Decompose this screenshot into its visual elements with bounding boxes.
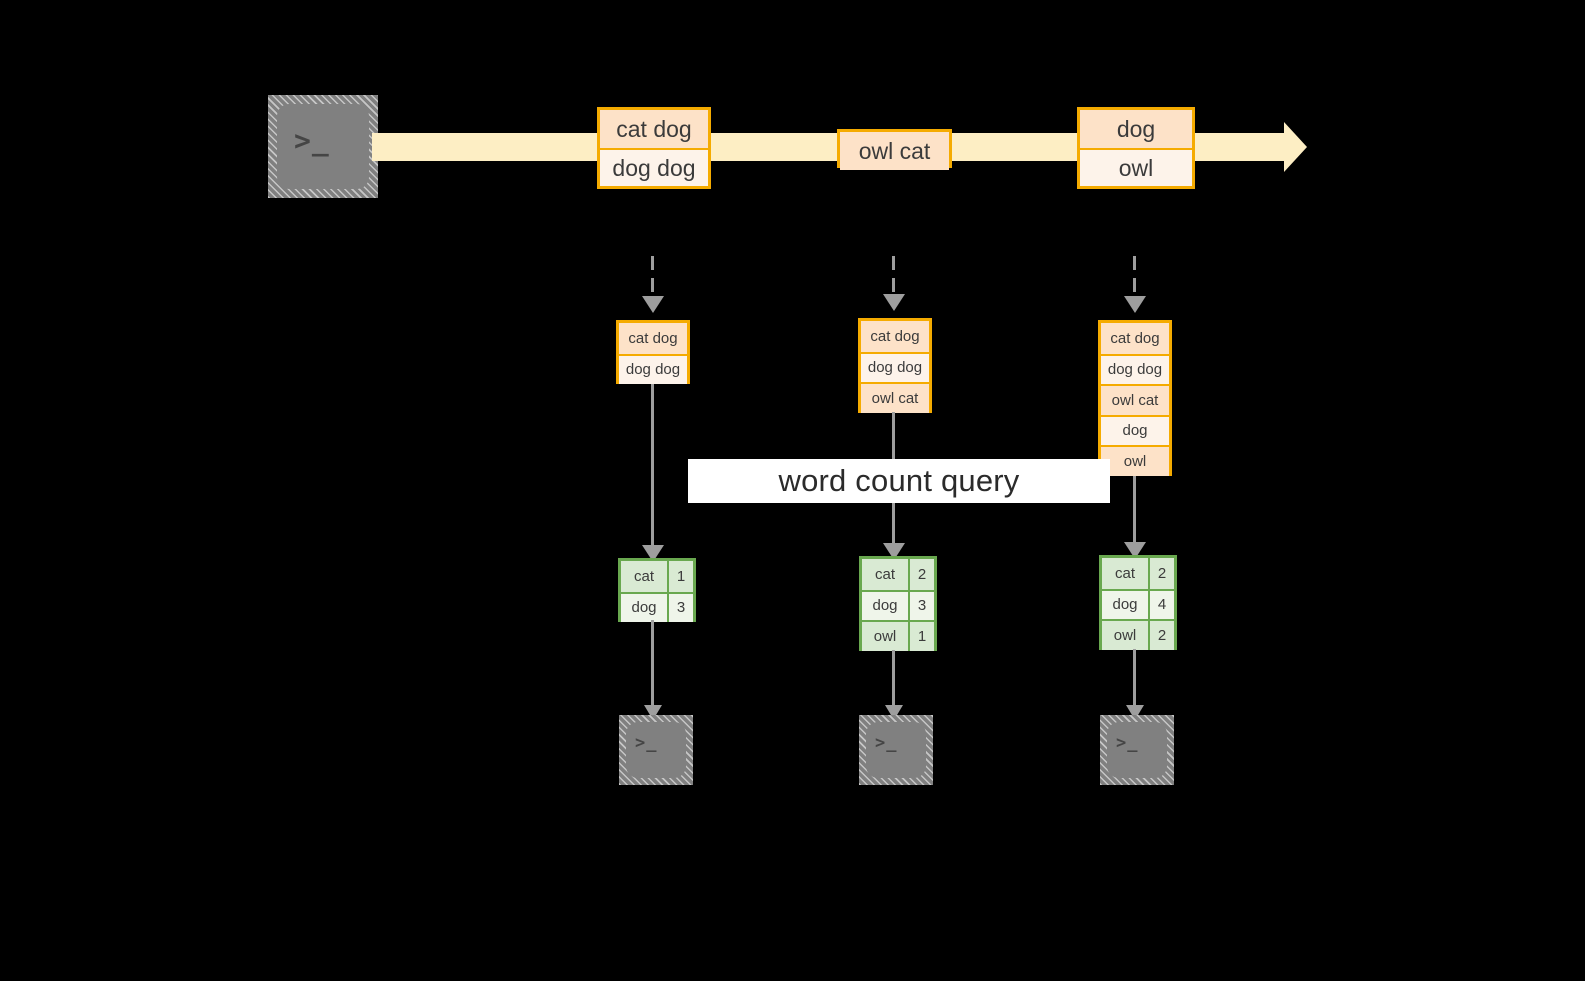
result-count-cell: 2 xyxy=(1148,621,1174,650)
buffer-line: dog xyxy=(1101,414,1169,445)
result-count-cell: 2 xyxy=(908,559,934,590)
source-terminal-icon: >_ xyxy=(268,95,378,198)
result-count-cell: 4 xyxy=(1148,590,1174,619)
buffer-box: cat dog dog dog owl cat xyxy=(858,318,932,413)
stream-event-line: dog dog xyxy=(600,148,708,186)
stream-arrow-head xyxy=(1284,122,1307,172)
terminal-screen xyxy=(277,104,369,189)
buffer-line: dog dog xyxy=(619,353,687,384)
result-word-cell: owl xyxy=(862,622,908,651)
stream-to-buffer-connector xyxy=(651,256,654,298)
buffer-line: owl xyxy=(1101,445,1169,476)
result-to-sink-connector xyxy=(651,620,654,710)
buffer-line: dog dog xyxy=(1101,353,1169,384)
buffer-to-result-connector xyxy=(1133,476,1136,549)
stream-to-buffer-arrowhead xyxy=(883,294,905,311)
buffer-line: owl cat xyxy=(1101,384,1169,415)
buffer-line: cat dog xyxy=(861,321,929,352)
result-table: cat 2 dog 3 owl 1 xyxy=(859,556,937,651)
terminal-screen xyxy=(866,722,926,778)
stream-event-line: cat dog xyxy=(600,110,708,148)
result-word-cell: owl xyxy=(1102,621,1148,650)
stream-event-box: owl cat xyxy=(837,129,952,170)
buffer-box: cat dog dog dog owl cat dog owl xyxy=(1098,320,1172,476)
buffer-to-result-connector xyxy=(651,384,654,552)
buffer-box: cat dog dog dog xyxy=(616,320,690,384)
stream-event-line: dog xyxy=(1080,110,1192,148)
stream-event-line: owl xyxy=(1080,148,1192,186)
buffer-line: dog dog xyxy=(861,351,929,382)
stream-event-line: owl cat xyxy=(840,132,949,170)
result-count-cell: 1 xyxy=(908,622,934,651)
buffer-to-result-arrowhead xyxy=(883,543,905,560)
result-row: dog 3 xyxy=(862,589,934,620)
result-row: cat 2 xyxy=(1102,558,1174,589)
result-row: dog 3 xyxy=(621,591,693,622)
stream-event-box: cat dog dog dog xyxy=(597,107,711,189)
result-to-sink-connector xyxy=(1133,649,1136,710)
result-row: cat 2 xyxy=(862,559,934,590)
stream-to-buffer-arrowhead xyxy=(1124,296,1146,313)
buffer-line: cat dog xyxy=(1101,323,1169,354)
terminal-prompt-label: >_ xyxy=(294,124,330,157)
result-word-cell: cat xyxy=(621,561,667,592)
sink-terminal-icon: >_ xyxy=(619,715,693,785)
terminal-screen xyxy=(1107,722,1167,778)
query-label: word count query xyxy=(688,459,1110,503)
sink-terminal-icon: >_ xyxy=(859,715,933,785)
result-to-sink-connector xyxy=(892,650,895,710)
buffer-line: owl cat xyxy=(861,382,929,413)
result-count-cell: 2 xyxy=(1148,558,1174,589)
stream-to-buffer-connector xyxy=(1133,256,1136,298)
sink-terminal-icon: >_ xyxy=(1100,715,1174,785)
result-row: owl 1 xyxy=(862,620,934,651)
result-count-cell: 3 xyxy=(667,593,693,622)
stream-to-buffer-connector xyxy=(892,256,895,296)
stream-to-buffer-arrowhead xyxy=(642,296,664,313)
query-label-text: word count query xyxy=(778,463,1020,498)
terminal-screen xyxy=(626,722,686,778)
result-word-cell: dog xyxy=(621,593,667,622)
result-word-cell: dog xyxy=(862,591,908,620)
terminal-prompt-label: >_ xyxy=(1116,733,1139,753)
stream-event-box: dog owl xyxy=(1077,107,1195,189)
result-row: cat 1 xyxy=(621,561,693,592)
result-word-cell: cat xyxy=(1102,558,1148,589)
buffer-to-result-arrowhead xyxy=(1124,542,1146,559)
result-word-cell: dog xyxy=(1102,590,1148,619)
result-count-cell: 3 xyxy=(908,591,934,620)
result-row: owl 2 xyxy=(1102,619,1174,650)
buffer-to-result-arrowhead xyxy=(642,545,664,562)
result-table: cat 1 dog 3 xyxy=(618,558,696,622)
result-count-cell: 1 xyxy=(667,561,693,592)
terminal-prompt-label: >_ xyxy=(635,733,658,753)
result-table: cat 2 dog 4 owl 2 xyxy=(1099,555,1177,650)
terminal-prompt-label: >_ xyxy=(875,733,898,753)
result-row: dog 4 xyxy=(1102,588,1174,619)
buffer-line: cat dog xyxy=(619,323,687,354)
result-word-cell: cat xyxy=(862,559,908,590)
